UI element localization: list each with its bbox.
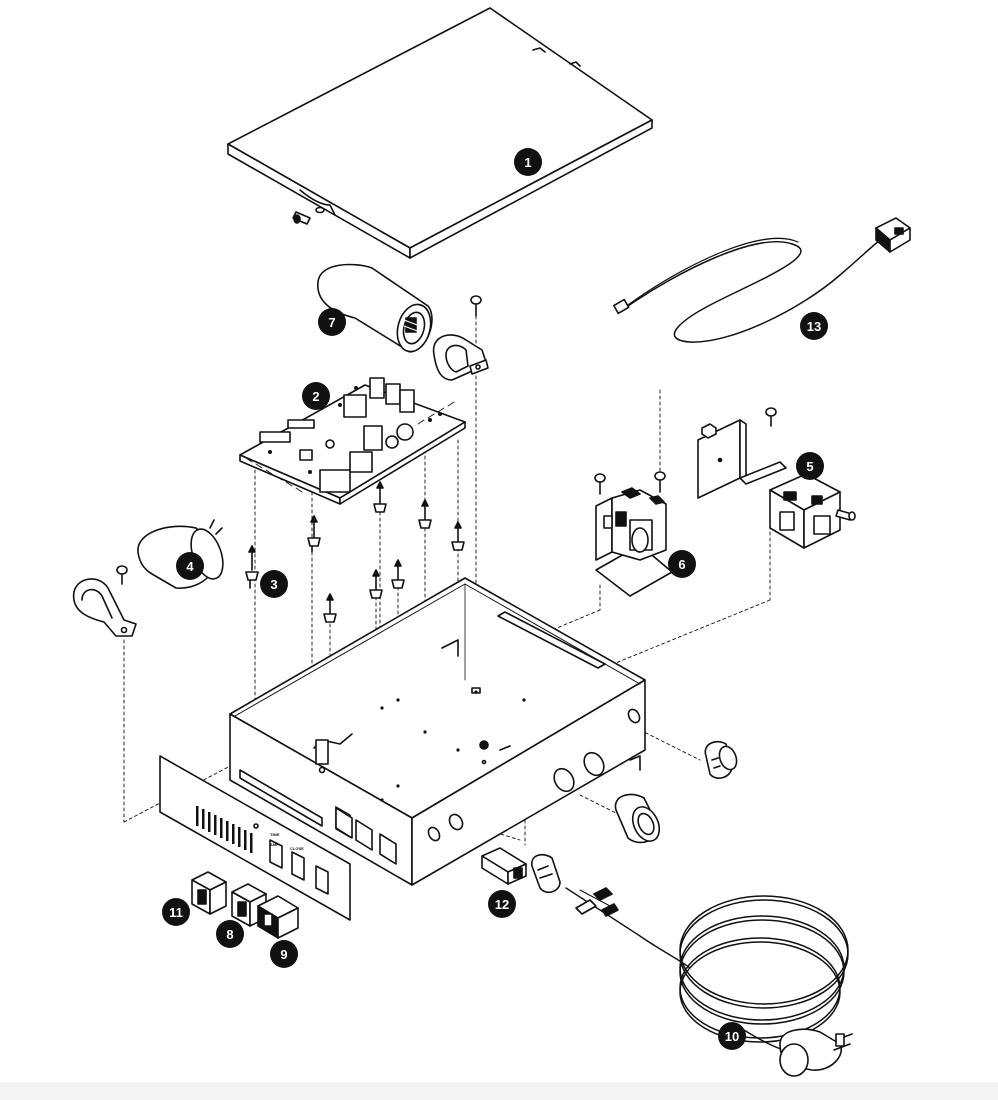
standoff [391,559,405,589]
standoff [323,593,337,623]
callout-7: 7 [318,308,346,336]
rj-connector-icon [875,217,911,253]
part-relay [769,473,856,549]
callout-3: 3 [260,570,288,598]
svg-text:3: 3 [270,577,277,592]
capacitor-strap-bracket [72,565,137,637]
panel-label-close: CLOSE [290,846,304,851]
callout-1: 1 [514,148,542,176]
svg-text:11: 11 [169,905,183,920]
standoff [373,481,387,513]
cord-coil [679,895,849,1043]
part-fuse-holder [481,847,527,885]
part-control-board [239,377,466,505]
panel-label-amp: AMP [270,842,279,847]
standoff [307,515,321,553]
callouts: 1 2 3 4 5 6 7 8 9 10 11 12 13 [162,148,828,1050]
svg-text:12: 12 [495,897,509,912]
plug-icon [779,1028,853,1077]
vent-slots [196,806,253,853]
strap-screw [116,565,128,585]
panel-label-time: TIME [270,832,280,837]
bushing-cord [531,853,561,894]
part-run-capacitor [317,263,433,353]
relay-screw-side [835,509,856,521]
callout-6: 6 [668,550,696,578]
svg-text:7: 7 [328,315,335,330]
svg-text:9: 9 [280,947,287,962]
relay-screw-top [765,407,777,427]
part-standoffs [245,481,465,623]
callout-12: 12 [488,890,516,918]
cover-screw [292,211,311,225]
svg-text:10: 10 [725,1029,739,1044]
bushing-small [704,740,738,779]
svg-text:4: 4 [186,559,194,574]
standoff [369,569,383,599]
svg-text:8: 8 [226,927,233,942]
part-cover-panel [227,7,653,259]
svg-text:6: 6 [678,557,685,572]
svg-text:13: 13 [807,319,821,334]
callout-10: 10 [718,1022,746,1050]
bottom-strip [0,1082,998,1100]
callout-9: 9 [270,940,298,968]
part-relay-bracket [697,407,787,499]
screw-top [470,295,482,317]
bushing-large [614,793,661,844]
front-label-plate: TIME AMP CLOSE [159,755,351,921]
cord-terminals [575,887,619,917]
main-enclosure [229,577,646,886]
part-contactor [594,471,673,597]
part-switch-11 [191,871,227,915]
callout-4: 4 [176,552,204,580]
part-switch-9 [257,895,299,939]
standoff [245,545,259,589]
part-power-cord [565,887,853,1077]
svg-text:1: 1 [524,155,531,170]
svg-text:2: 2 [312,389,319,404]
bracket-nut [701,423,717,439]
callout-13: 13 [800,312,828,340]
callout-8: 8 [216,920,244,948]
callout-2: 2 [302,382,330,410]
part-cable-assembly [613,217,911,343]
callout-5: 5 [796,452,824,480]
svg-text:5: 5 [806,459,813,474]
small-connector-icon [613,298,630,315]
capacitor-clamp-bracket [432,334,489,381]
callout-11: 11 [162,898,190,926]
contactor-screws [594,471,666,495]
standoff [451,521,465,551]
standoff [418,499,432,529]
